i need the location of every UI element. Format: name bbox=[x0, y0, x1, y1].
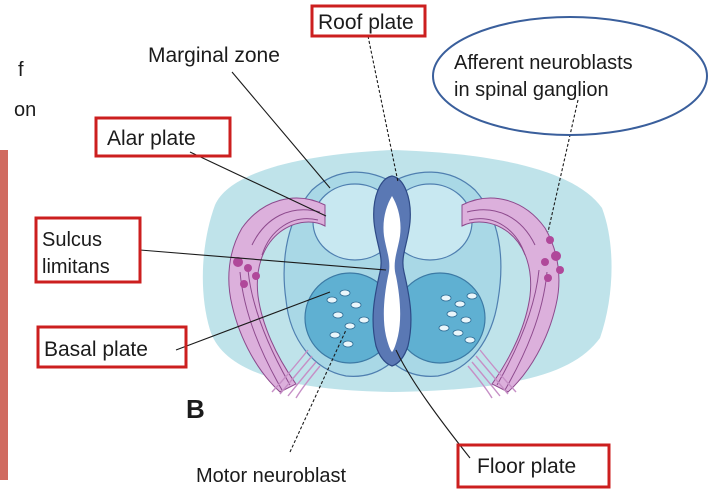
panel-letter: B bbox=[186, 394, 205, 424]
marginal-zone-label: Marginal zone bbox=[148, 44, 280, 67]
floor-plate-label: Floor plate bbox=[477, 455, 576, 478]
cropped-fragment-2: on bbox=[14, 99, 36, 121]
sulcus-label-line2: limitans bbox=[42, 256, 110, 278]
alar-plate-label: Alar plate bbox=[107, 127, 196, 150]
roof-plate-label: Roof plate bbox=[318, 11, 414, 34]
left-edge-stripe bbox=[0, 150, 8, 480]
basal-plate-label: Basal plate bbox=[44, 338, 148, 361]
afferent-label-line2: in spinal ganglion bbox=[454, 79, 609, 101]
motor-neuroblast-label: Motor neuroblast bbox=[196, 465, 347, 487]
sulcus-label-line1: Sulcus bbox=[42, 229, 102, 251]
afferent-callout-ellipse bbox=[433, 17, 707, 135]
cropped-fragment-1: f bbox=[18, 59, 24, 81]
afferent-label-line1: Afferent neuroblasts bbox=[454, 52, 633, 74]
